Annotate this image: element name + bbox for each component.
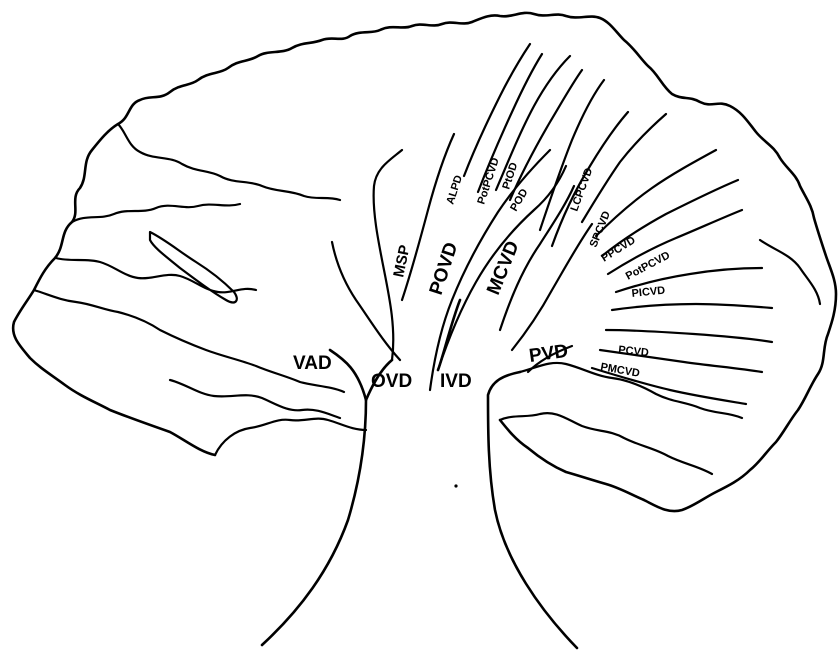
speck bbox=[454, 484, 457, 487]
label-mcvd: MCVD bbox=[483, 238, 523, 298]
label-pcvd: PCVD bbox=[618, 344, 650, 359]
inner-lobes-left bbox=[56, 204, 340, 418]
label-ovd: OVD bbox=[371, 371, 412, 392]
label-potpcvd: PotPCVD bbox=[475, 156, 501, 206]
canopy-outline bbox=[13, 13, 836, 511]
label-vad: VAD bbox=[293, 353, 332, 374]
label-spcvd: SPCVD bbox=[588, 209, 613, 249]
label-alpd: ALPD bbox=[444, 174, 465, 206]
label-picvd: PICVD bbox=[631, 285, 666, 300]
label-ivd: IVD bbox=[440, 371, 472, 392]
